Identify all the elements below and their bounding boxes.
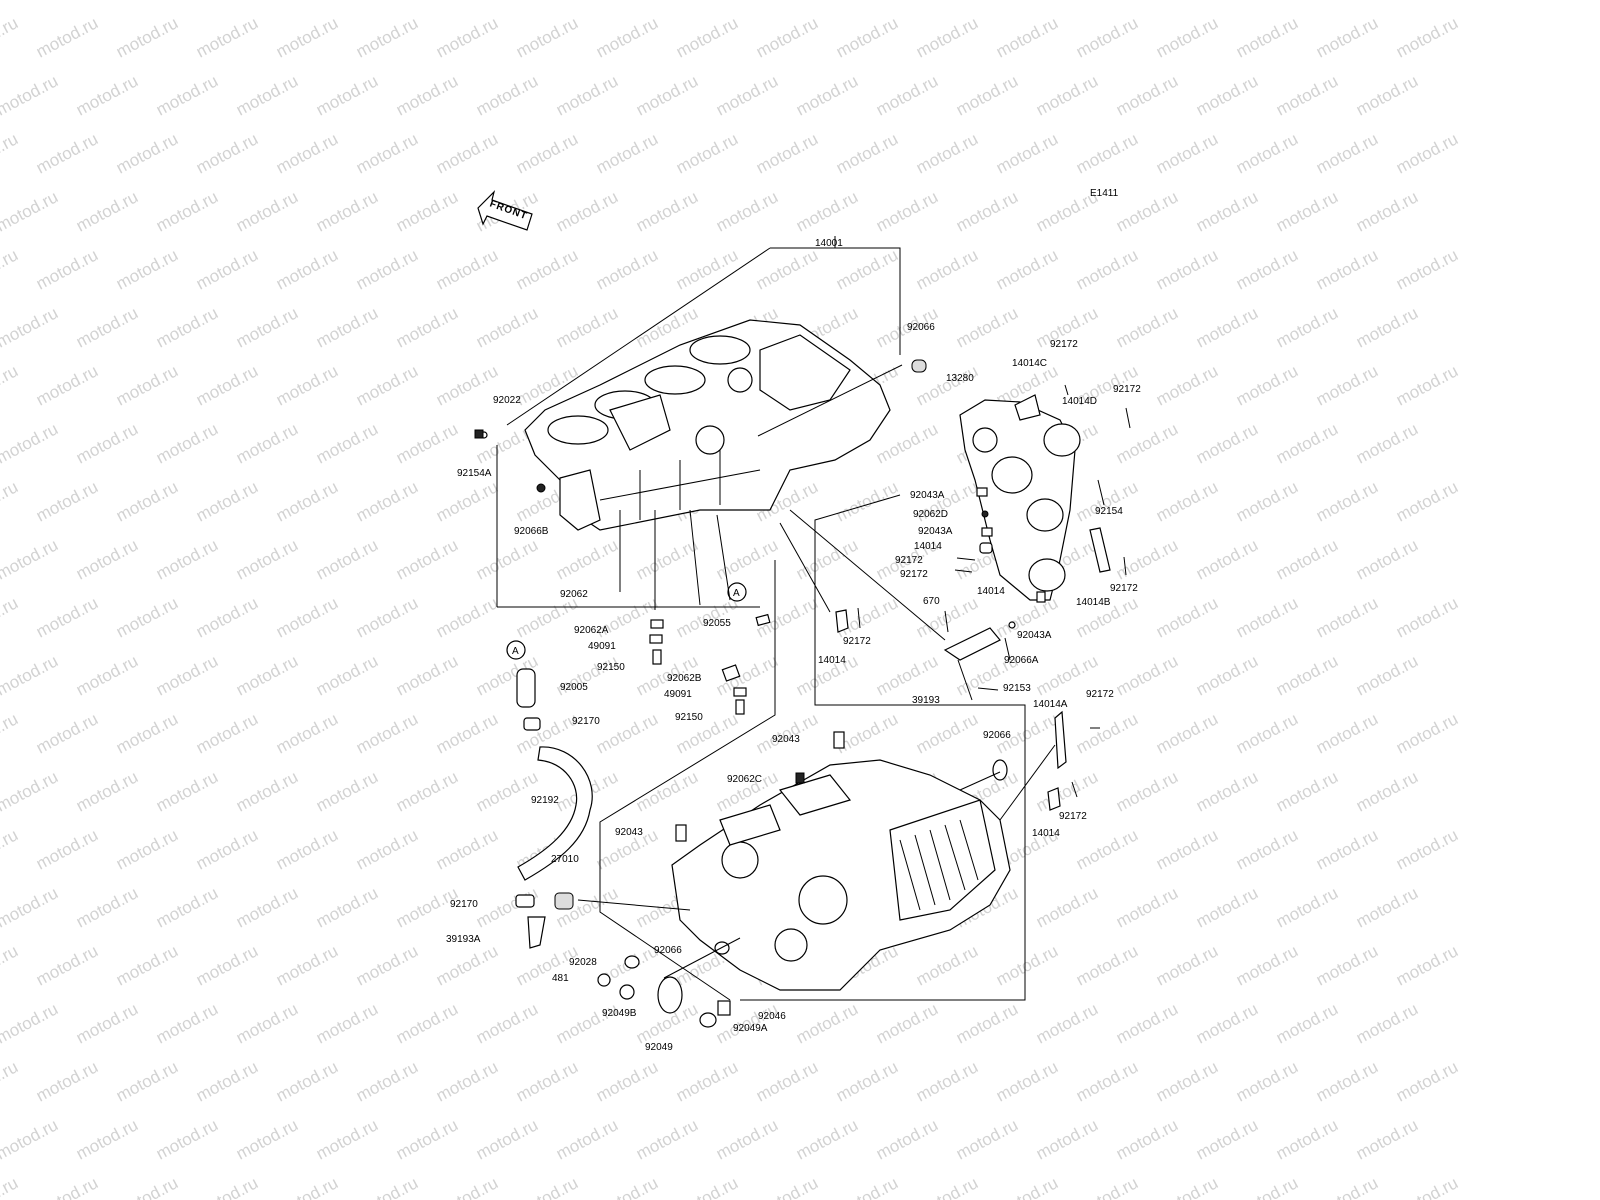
part-number-label: 92043A bbox=[1017, 630, 1052, 641]
leader-lines bbox=[496, 236, 1056, 1001]
part-number-label: 92153 bbox=[1003, 683, 1031, 694]
part-number-label: 39193A bbox=[446, 934, 481, 945]
small-parts[interactable] bbox=[474, 359, 1131, 1028]
part-number-label: 92028 bbox=[569, 957, 597, 968]
part-number-label: 49091 bbox=[664, 689, 692, 700]
part-number-label: 92170 bbox=[450, 899, 478, 910]
diagram-code: E1411 bbox=[1090, 188, 1119, 199]
front-direction-arrow: FRONT bbox=[477, 190, 533, 231]
part-number-label: 92172 bbox=[1086, 689, 1114, 700]
part-number-label: 92154 bbox=[1095, 506, 1123, 517]
part-number-label: 92066B bbox=[514, 526, 549, 537]
part-number-label: 92049A bbox=[733, 1023, 768, 1034]
part-number-label: 92066A bbox=[1004, 655, 1039, 666]
part-number-label: 92049B bbox=[602, 1008, 637, 1019]
part-number-labels: 14001920669202292154A92066B9206292062A49… bbox=[446, 238, 1141, 1053]
part-number-label: 670 bbox=[923, 596, 940, 607]
part-number-label: 92055 bbox=[703, 618, 731, 629]
part-number-label: 92022 bbox=[493, 395, 521, 406]
part-number-label: 92172 bbox=[1050, 339, 1078, 350]
part-number-label: 92043A bbox=[918, 526, 953, 537]
part-number-label: 92005 bbox=[560, 682, 588, 693]
callout-a-marker: A A bbox=[506, 582, 747, 660]
part-number-label: 92172 bbox=[1110, 583, 1138, 594]
part-number-label: 27010 bbox=[551, 854, 579, 865]
part-number-label: 92062B bbox=[667, 673, 702, 684]
part-number-label: 14014C bbox=[1012, 358, 1047, 369]
part-number-label: 14014B bbox=[1076, 597, 1111, 608]
part-number-label: 13280 bbox=[946, 373, 974, 384]
part-number-label: 14014D bbox=[1062, 396, 1097, 407]
part-number-label: 92062C bbox=[727, 774, 762, 785]
part-number-label: 14001 bbox=[815, 238, 843, 249]
part-number-label: 92046 bbox=[758, 1011, 786, 1022]
part-number-label: 92192 bbox=[531, 795, 559, 806]
part-number-label: 92172 bbox=[843, 636, 871, 647]
part-number-label: 92172 bbox=[895, 555, 923, 566]
part-number-label: 481 bbox=[552, 973, 569, 984]
part-number-label: 14014 bbox=[818, 655, 846, 666]
part-number-label: 92066 bbox=[907, 322, 935, 333]
part-number-label: 92066 bbox=[654, 945, 682, 956]
part-number-label: 92062D bbox=[913, 509, 948, 520]
part-number-label: 49091 bbox=[588, 641, 616, 652]
part-number-label: 14014 bbox=[914, 541, 942, 552]
part-number-label: 14014 bbox=[977, 586, 1005, 597]
part-number-label: 92172 bbox=[1113, 384, 1141, 395]
part-number-label: 92049 bbox=[645, 1042, 673, 1053]
part-number-label: 92150 bbox=[597, 662, 625, 673]
part-number-label: 92170 bbox=[572, 716, 600, 727]
callout-a-label: A bbox=[733, 588, 740, 599]
upper-crankcase[interactable] bbox=[524, 319, 891, 531]
part-number-label: 92043 bbox=[772, 734, 800, 745]
part-number-label: 92150 bbox=[675, 712, 703, 723]
crankcase-cover-13280[interactable] bbox=[959, 394, 1081, 601]
part-number-label: 14014A bbox=[1033, 699, 1068, 710]
part-number-label: 92172 bbox=[1059, 811, 1087, 822]
lower-crankcase[interactable] bbox=[671, 759, 1011, 991]
part-number-label: 92066 bbox=[983, 730, 1011, 741]
part-number-label: 92043A bbox=[910, 490, 945, 501]
part-number-label: 92043 bbox=[615, 827, 643, 838]
part-number-label: 39193 bbox=[912, 695, 940, 706]
part-number-label: 92062A bbox=[574, 625, 609, 636]
part-number-label: 14014 bbox=[1032, 828, 1060, 839]
part-number-label: 92154A bbox=[457, 468, 492, 479]
part-number-label: 92062 bbox=[560, 589, 588, 600]
callout-a-label-2: A bbox=[512, 646, 519, 657]
part-number-label: 92172 bbox=[900, 569, 928, 580]
